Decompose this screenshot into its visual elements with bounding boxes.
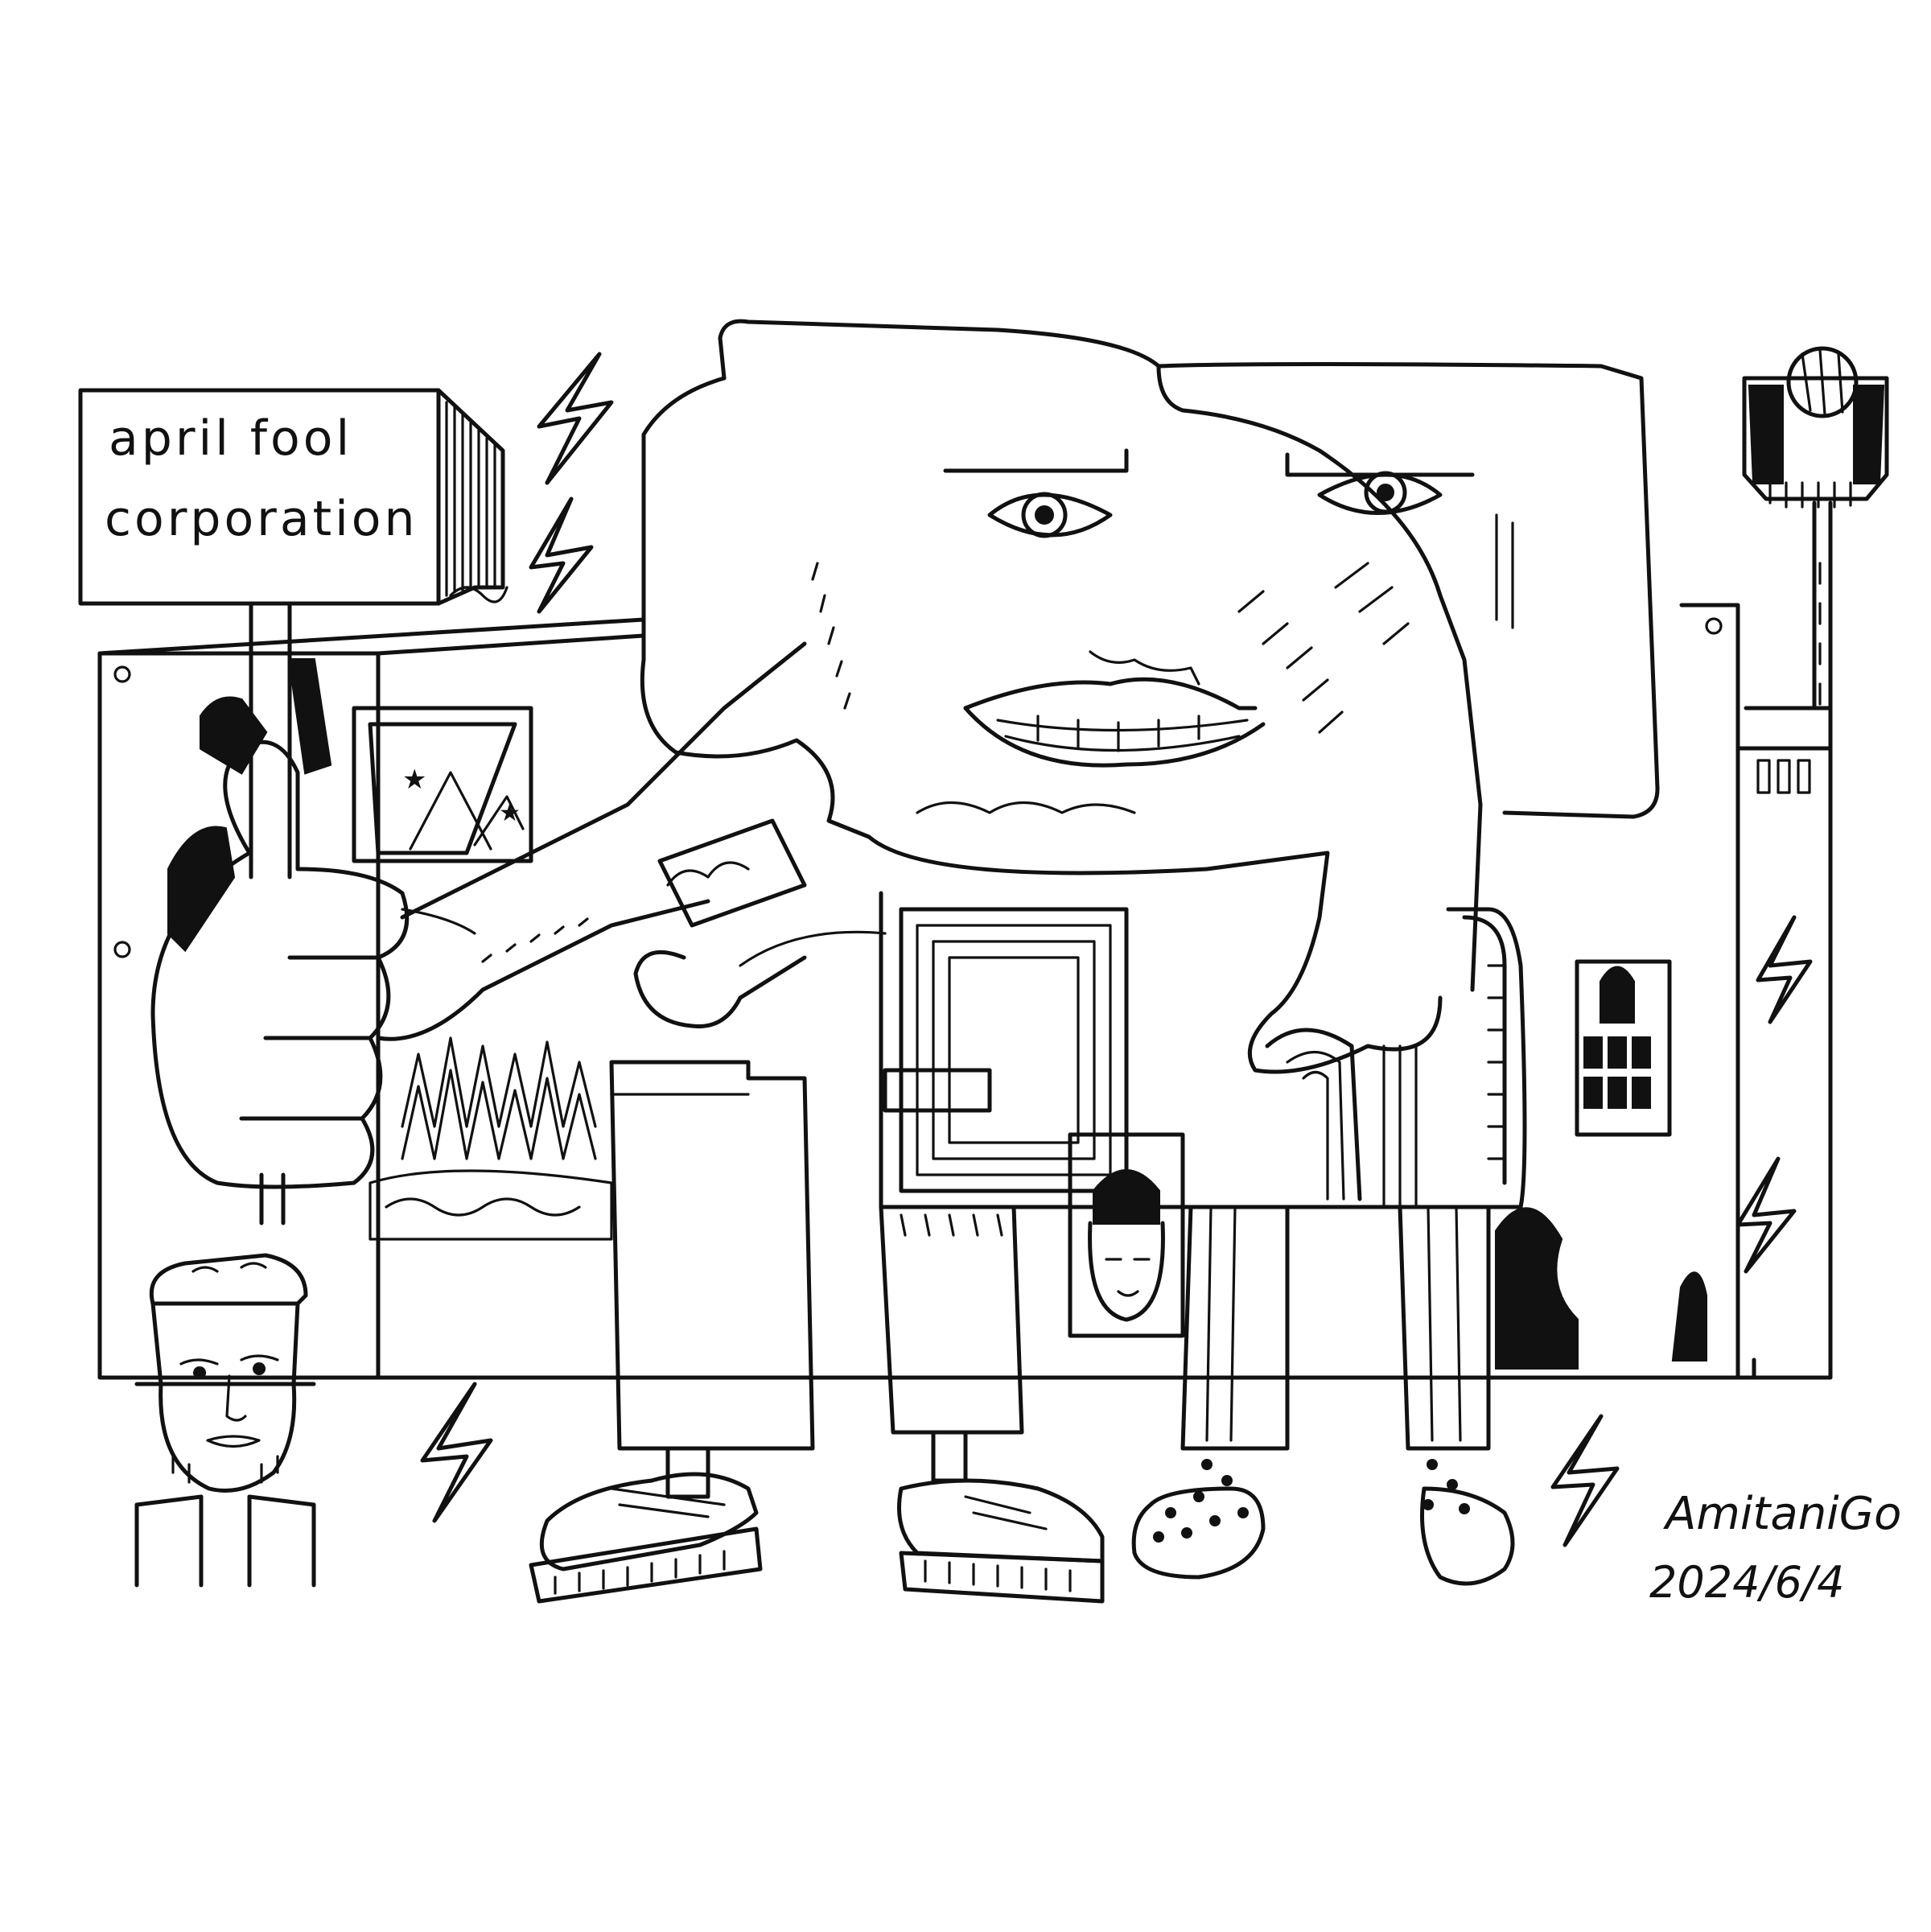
tower-right	[1742, 346, 1889, 807]
dotted-socks	[1153, 1459, 1470, 1543]
star-icon: ★	[402, 764, 426, 796]
signature-name: AmitaniGo	[1663, 1488, 1901, 1540]
signature-date: 2024/6/4	[1649, 1557, 1845, 1608]
sign-line-1: april fool	[109, 410, 352, 467]
lightning-icon	[529, 496, 594, 614]
character-head	[640, 319, 1660, 1074]
sign-line-2: corporation	[105, 491, 418, 547]
lightning-icon	[537, 352, 614, 485]
character-torso-screen	[879, 891, 1527, 1338]
artist-signature: AmitaniGo 2024/6/4	[1649, 1488, 1901, 1608]
grinning-mouth	[963, 677, 1266, 768]
lightning-bolts	[420, 352, 1813, 1547]
lightning-icon	[1756, 915, 1813, 1024]
background-panels: ★ ★	[97, 603, 1833, 1380]
fist-hand	[150, 739, 476, 1189]
shoes	[529, 1472, 1515, 1604]
small-figure-bottom-left	[134, 1253, 316, 1588]
right-eye	[1317, 471, 1443, 515]
left-arm-sleeve	[376, 641, 887, 1041]
lightning-icon	[1550, 1414, 1620, 1547]
character-legs	[609, 1060, 1491, 1543]
lightning-icon	[420, 1382, 493, 1523]
star-icon: ★	[499, 799, 521, 827]
left-eye	[987, 492, 1113, 538]
lightning-icon	[1735, 1156, 1797, 1274]
sign-board: april fool corporation	[78, 388, 508, 1226]
